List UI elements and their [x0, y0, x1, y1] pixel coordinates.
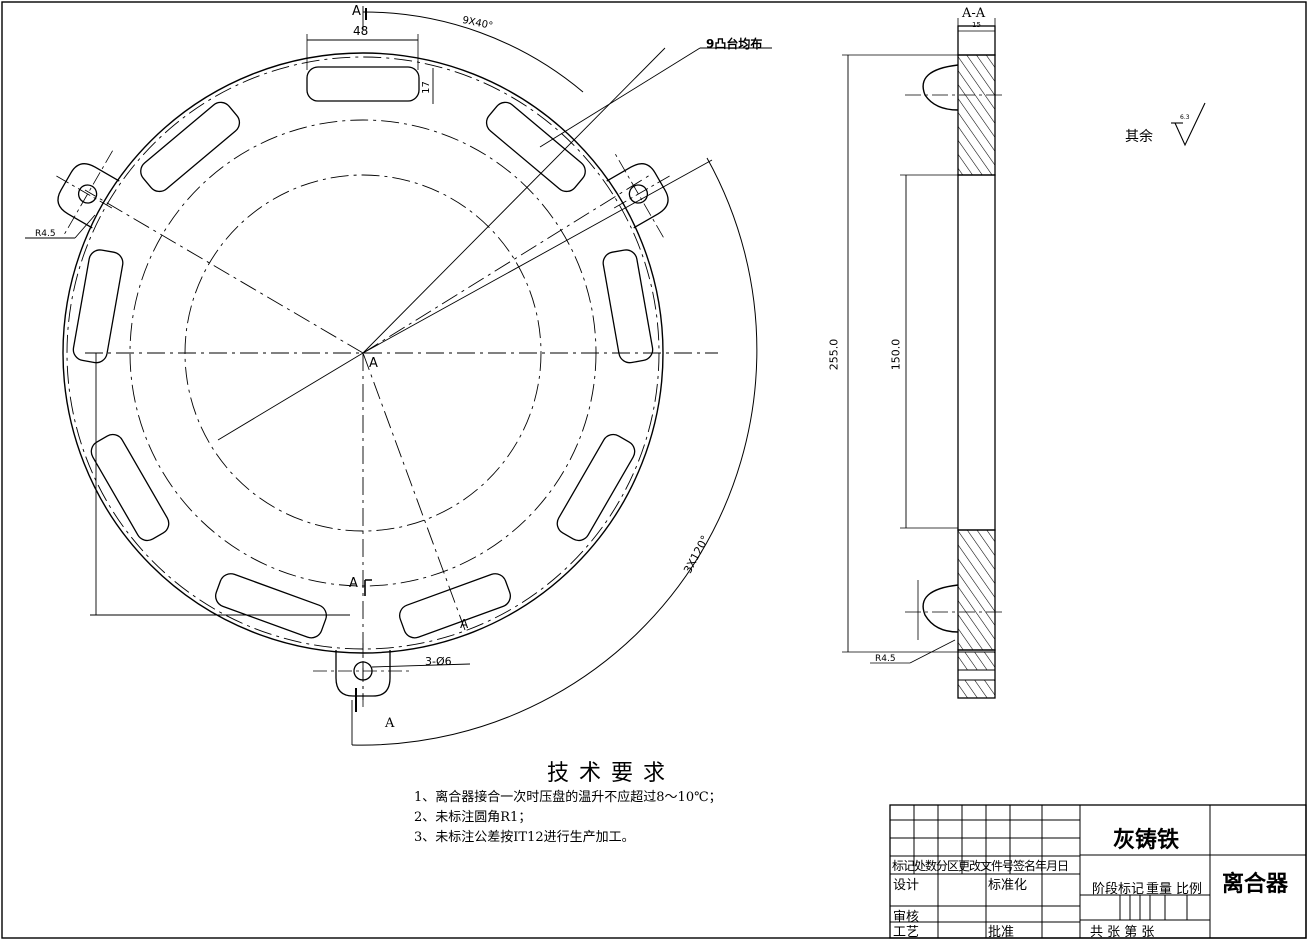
- standardize-label: 标准化: [988, 878, 1028, 893]
- slot: [399, 573, 511, 639]
- dim-slot-height: 17: [420, 81, 432, 94]
- surface-note: 其余: [1125, 129, 1153, 145]
- slot-group: [72, 66, 654, 639]
- angle-9-arc: [362, 11, 584, 93]
- sheets-label: 共 张 第 张: [1090, 925, 1155, 940]
- slot: [306, 66, 420, 102]
- slot: [485, 101, 586, 193]
- approve-label: 批准: [988, 925, 1015, 940]
- lug-group: [55, 150, 671, 708]
- slot: [72, 249, 124, 364]
- design-label: 设计: [893, 878, 920, 893]
- roughness-value: 6.3: [1180, 114, 1190, 121]
- stage-label: 阶段标记: [1092, 882, 1145, 897]
- lower-mark: A: [460, 617, 469, 631]
- section-title: A-A: [962, 6, 986, 21]
- title-row-mark: 标记处数分区更改文件号签名年月日: [892, 859, 1069, 873]
- dim-section-top: 15: [972, 21, 981, 29]
- section-mark-top: A: [352, 4, 361, 19]
- title-block-grid: [889, 804, 1307, 939]
- process-label: 工艺: [893, 925, 920, 940]
- dim-slot-width: 48: [353, 24, 369, 38]
- dim-150: 150.0: [889, 338, 903, 371]
- angle-3-arc: [351, 157, 758, 746]
- material-label: 灰铸铁: [1113, 828, 1180, 853]
- slot: [140, 101, 241, 193]
- part-name-label: 离合器: [1222, 872, 1289, 897]
- dim-r-section: R4.5: [875, 654, 896, 664]
- dim-r-top: R4.5: [35, 229, 56, 239]
- slot: [90, 433, 170, 542]
- front-view: [25, 6, 772, 746]
- roughness-symbol: [1174, 102, 1206, 147]
- tech-title: 技术要求: [547, 761, 676, 786]
- boss-note: 9凸台均布: [706, 37, 763, 51]
- review-label: 审核: [893, 910, 920, 925]
- slot: [215, 573, 327, 639]
- dim-255: 255.0: [827, 338, 841, 371]
- tech-item-3: 3、未标注公差按IT12进行生产加工。: [414, 830, 635, 845]
- tech-item-2: 2、未标注圆角R1；: [414, 810, 532, 825]
- section-view: [842, 18, 1002, 699]
- weight-label: 重量: [1146, 882, 1173, 897]
- dim-holes: 3-Ø6: [425, 655, 452, 668]
- scale-label: 比例: [1176, 882, 1203, 897]
- section-mark-bottom: A: [385, 716, 395, 731]
- slot: [556, 433, 636, 542]
- center-mark: A: [369, 356, 378, 371]
- section-mark-left: A: [349, 576, 358, 591]
- slot: [602, 249, 654, 364]
- tech-item-1: 1、离合器接合一次时压盘的温升不应超过8～10℃；: [414, 790, 722, 805]
